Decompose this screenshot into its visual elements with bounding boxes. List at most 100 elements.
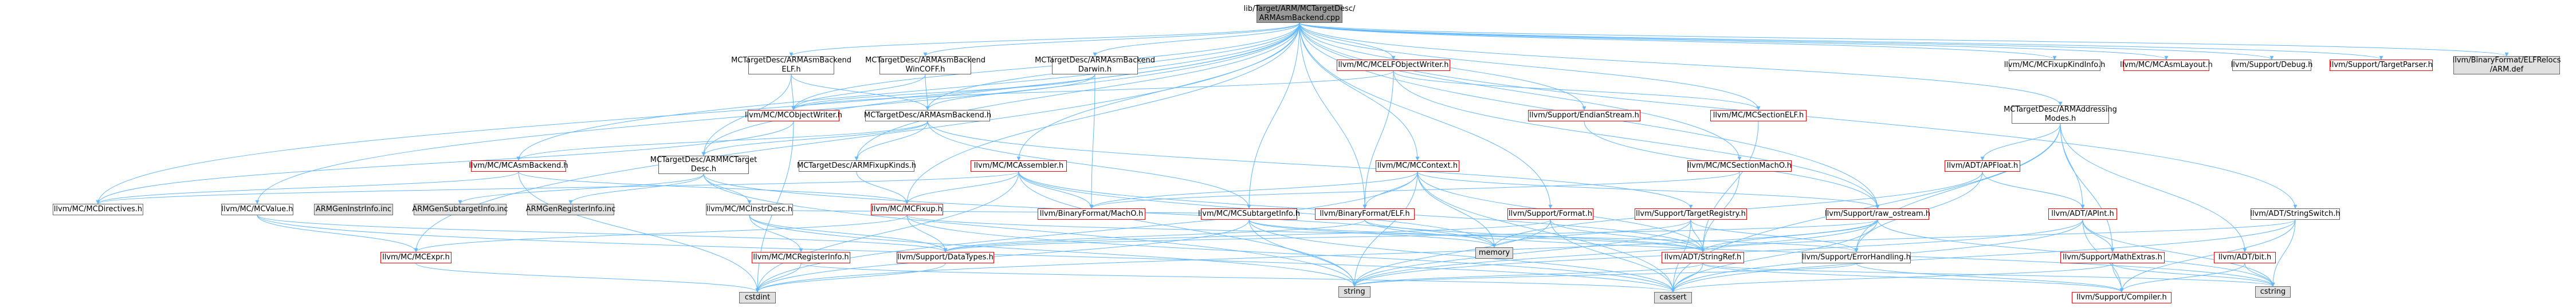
edge-asmelf-to-mcobjw — [791, 74, 796, 110]
node-support-datatypes-h[interactable]: llvm/Support/DataTypes.h — [897, 252, 994, 263]
node-armasmbackend-h[interactable]: MCTargetDesc/ARMAsmBackend.h — [864, 110, 991, 121]
node-mcinstrdesc-h[interactable]: llvm/MC/MCInstrDesc.h — [706, 204, 793, 215]
edge-armaddr-to-apfloat — [1980, 123, 2061, 161]
node-string[interactable]: string — [1338, 286, 1371, 298]
node-support-errorhandling-h[interactable]: llvm/Support/ErrorHandling.h — [1802, 252, 1911, 263]
node-support-endianstream-h[interactable]: llvm/Support/EndianStream.h — [1528, 110, 1640, 121]
edge-root-to-targetparser — [1299, 22, 2383, 60]
edge-mcfixup-to-datatypes — [906, 215, 948, 252]
edge-targetregistry-to-string — [1352, 219, 1691, 287]
node-support-compiler-h[interactable]: llvm/Support/Compiler.h — [2072, 292, 2171, 303]
edge-stringswitch-to-cstring — [2271, 219, 2296, 287]
node-support-debug-h[interactable]: llvm/Support/Debug.h — [2231, 60, 2312, 71]
edge-root-to-mcsubtarget — [1247, 22, 1300, 209]
node-binaryformat-elf-h[interactable]: llvm/BinaryFormat/ELF.h — [1315, 208, 1415, 220]
edge-asmdarwin-to-mcobjw — [791, 74, 1095, 110]
node-armasmbackend-cpp[interactable]: lib/Target/ARM/MCTargetDesc/ ARMAsmBacke… — [1243, 5, 1356, 23]
node-support-targetregistry-h[interactable]: llvm/Support/TargetRegistry.h — [1635, 208, 1747, 220]
edge-rawostream-to-datatypes — [943, 219, 1878, 252]
edge-armfixupkinds-to-mcfixup — [856, 171, 909, 204]
edge-root-to-armfixupkinds — [854, 22, 1300, 161]
edge-root-to-armmctarget — [701, 22, 1300, 156]
node-support-format-h[interactable]: llvm/Support/Format.h — [1507, 208, 1593, 220]
node-adt-apfloat-h[interactable]: llvm/ADT/APFloat.h — [1945, 160, 2020, 172]
node-mcregisterinfo-h[interactable]: llvm/MC/MCRegisterInfo.h — [752, 252, 850, 263]
edge-mccontext-to-binmacho — [1089, 171, 1418, 209]
node-mcasmlayout-h[interactable]: llvm/MC/MCAsmLayout.h — [2120, 60, 2213, 71]
edge-mcasmbackend-to-mcdirectives — [96, 171, 519, 204]
node-adt-apint-h[interactable]: llvm/ADT/APInt.h — [2048, 208, 2117, 220]
node-adt-stringref-h[interactable]: llvm/ADT/StringRef.h — [1662, 252, 1744, 263]
edge-mcassembler-to-mcdirectives — [96, 171, 1019, 204]
edge-asmbackend-to-mcsubtarget — [927, 121, 1251, 209]
node-support-targetparser-h[interactable]: llvm/Support/TargetParser.h — [2330, 60, 2433, 71]
edge-stringref-to-compiler — [1702, 263, 2124, 293]
node-armasmbackenddarwin-h[interactable]: MCTargetDesc/ARMAsmBackend Darwin.h — [1035, 56, 1155, 74]
edge-armaddr-to-mathextras — [2060, 123, 2115, 252]
edge-armaddr-to-apint — [2060, 123, 2085, 209]
node-armmctargetdesc-h[interactable]: MCTargetDesc/ARMMCTarget Desc.h — [650, 156, 757, 174]
node-support-raw-ostream-h[interactable]: llvm/Support/raw_ostream.h — [1825, 208, 1930, 220]
edge-armmctarget-to-gensubtarget — [458, 173, 704, 204]
edge-asmbackend-to-armmctarget — [701, 121, 928, 156]
edge-asmbackend-to-targetregistry — [927, 121, 1693, 209]
node-armasmbackendelf-h[interactable]: MCTargetDesc/ARMAsmBackend ELF.h — [731, 56, 851, 74]
node-elfrelocs-arm-def[interactable]: llvm/BinaryFormat/ELFRelocs /ARM.def — [2452, 56, 2561, 74]
edge-stringref-to-cstring — [1702, 263, 2275, 287]
node-cstring[interactable]: cstring — [2255, 286, 2291, 298]
edge-root-to-binelf — [1299, 22, 1367, 209]
node-mcsectionelf-h[interactable]: llvm/MC/MCSectionELF.h — [1710, 110, 1807, 121]
node-support-mathextras-h[interactable]: llvm/Support/MathExtras.h — [2060, 252, 2165, 263]
edge-root-to-mcexpr — [414, 22, 1300, 252]
node-mcasmbackend-h[interactable]: llvm/MC/MCAsmBackend.h — [469, 160, 568, 172]
edge-armaddr-to-errorhandling — [1854, 123, 2061, 252]
node-adt-bit-h[interactable]: llvm/ADT/bit.h — [2214, 252, 2276, 263]
edge-root-to-mcasmlayout — [1299, 22, 2169, 60]
edge-mathextras-to-cstring — [2112, 263, 2275, 287]
node-mcexpr-h[interactable]: llvm/MC/MCExpr.h — [380, 252, 451, 263]
node-armgenregisterinfo-inc[interactable]: ARMGenRegisterInfo.inc — [526, 204, 615, 215]
node-mcassembler-h[interactable]: llvm/MC/MCAssembler.h — [971, 160, 1067, 172]
node-mccontext-h[interactable]: llvm/MC/MCContext.h — [1376, 160, 1459, 172]
node-armasmbackendwincoff-h[interactable]: MCTargetDesc/ARMAsmBackend WinCOFF.h — [865, 56, 985, 74]
edge-rawostream-to-cstdint — [755, 219, 1878, 293]
edge-mcreginfo-to-cassert — [800, 263, 1675, 293]
node-mcsectionmacho-h[interactable]: llvm/MC/MCSectionMachO.h — [1687, 160, 1792, 172]
node-binaryformat-macho-h[interactable]: llvm/BinaryFormat/MachO.h — [1038, 208, 1145, 220]
edge-targetregistry-to-stringref — [1690, 219, 1705, 252]
edge-mcsubtarget-to-stringref — [1248, 219, 1705, 252]
edge-mcvalue-to-mcexpr — [257, 215, 418, 252]
node-armfixupkinds-h[interactable]: MCTargetDesc/ARMFixupKinds.h — [797, 160, 916, 172]
node-mcvalue-h[interactable]: llvm/MC/MCValue.h — [221, 204, 293, 215]
node-mcelfobjectwriter-h[interactable]: llvm/MC/MCELFObjectWriter.h — [1337, 60, 1450, 71]
edge-mcobjw-to-mcdirectives — [96, 121, 794, 204]
edge-mcinstrdesc-to-mcreginfo — [749, 215, 803, 252]
edge-mcsectionmacho-to-binmacho — [1089, 171, 1740, 209]
node-mcsubtargetinfo-h[interactable]: llvm/MC/MCSubtargetInfo.h — [1198, 208, 1300, 220]
node-armgensubtargetinfo-inc[interactable]: ARMGenSubtargetInfo.inc — [412, 204, 508, 215]
edge-mcinstrdesc-to-datatypes — [749, 215, 948, 252]
edge-supformat-to-datatypes — [943, 219, 1551, 252]
node-mcfixupkindinfo-h[interactable]: llvm/MC/MCFixupKindInfo.h — [2004, 60, 2105, 71]
node-mcobjectwriter-h[interactable]: llvm/MC/MCObjectWriter.h — [745, 110, 842, 121]
edge-mcelfobjw-to-mcobjw — [791, 70, 1394, 110]
edge-root-to-mcelfobjw — [1299, 22, 1396, 60]
node-cassert[interactable]: cassert — [1654, 292, 1692, 303]
edge-root-to-asmdarwin — [1093, 22, 1300, 57]
edge-asmbackend-to-armfixupkinds — [854, 121, 928, 161]
edge-datatypes-to-cstdint — [755, 263, 946, 293]
edge-asmdarwin-to-binmacho — [1089, 74, 1095, 209]
node-cstdint[interactable]: cstdint — [739, 292, 776, 303]
node-memory[interactable]: memory — [1475, 247, 1513, 259]
edge-supformat-to-stringref — [1550, 219, 1705, 252]
edge-root-to-mccontext — [1299, 22, 1420, 161]
node-adt-stringswitch-h[interactable]: llvm/ADT/StringSwitch.h — [2250, 208, 2341, 220]
edge-root-to-binfmtarm — [1299, 22, 2509, 57]
node-armgeninstrinfo-inc[interactable]: ARMGenInstrInfo.inc — [314, 204, 393, 215]
node-mcdirectives-h[interactable]: llvm/MC/MCDirectives.h — [53, 204, 143, 215]
node-armaddressingmodes-h[interactable]: MCTargetDesc/ARMAddressing Modes.h — [2004, 105, 2117, 124]
node-mcfixup-h[interactable]: llvm/MC/MCFixup.h — [871, 204, 943, 215]
edge-mccontext-to-cassert — [1417, 171, 1675, 293]
edge-mcsubtarget-to-memory — [1248, 219, 1497, 248]
edge-armmctarget-to-genregister — [568, 173, 704, 204]
